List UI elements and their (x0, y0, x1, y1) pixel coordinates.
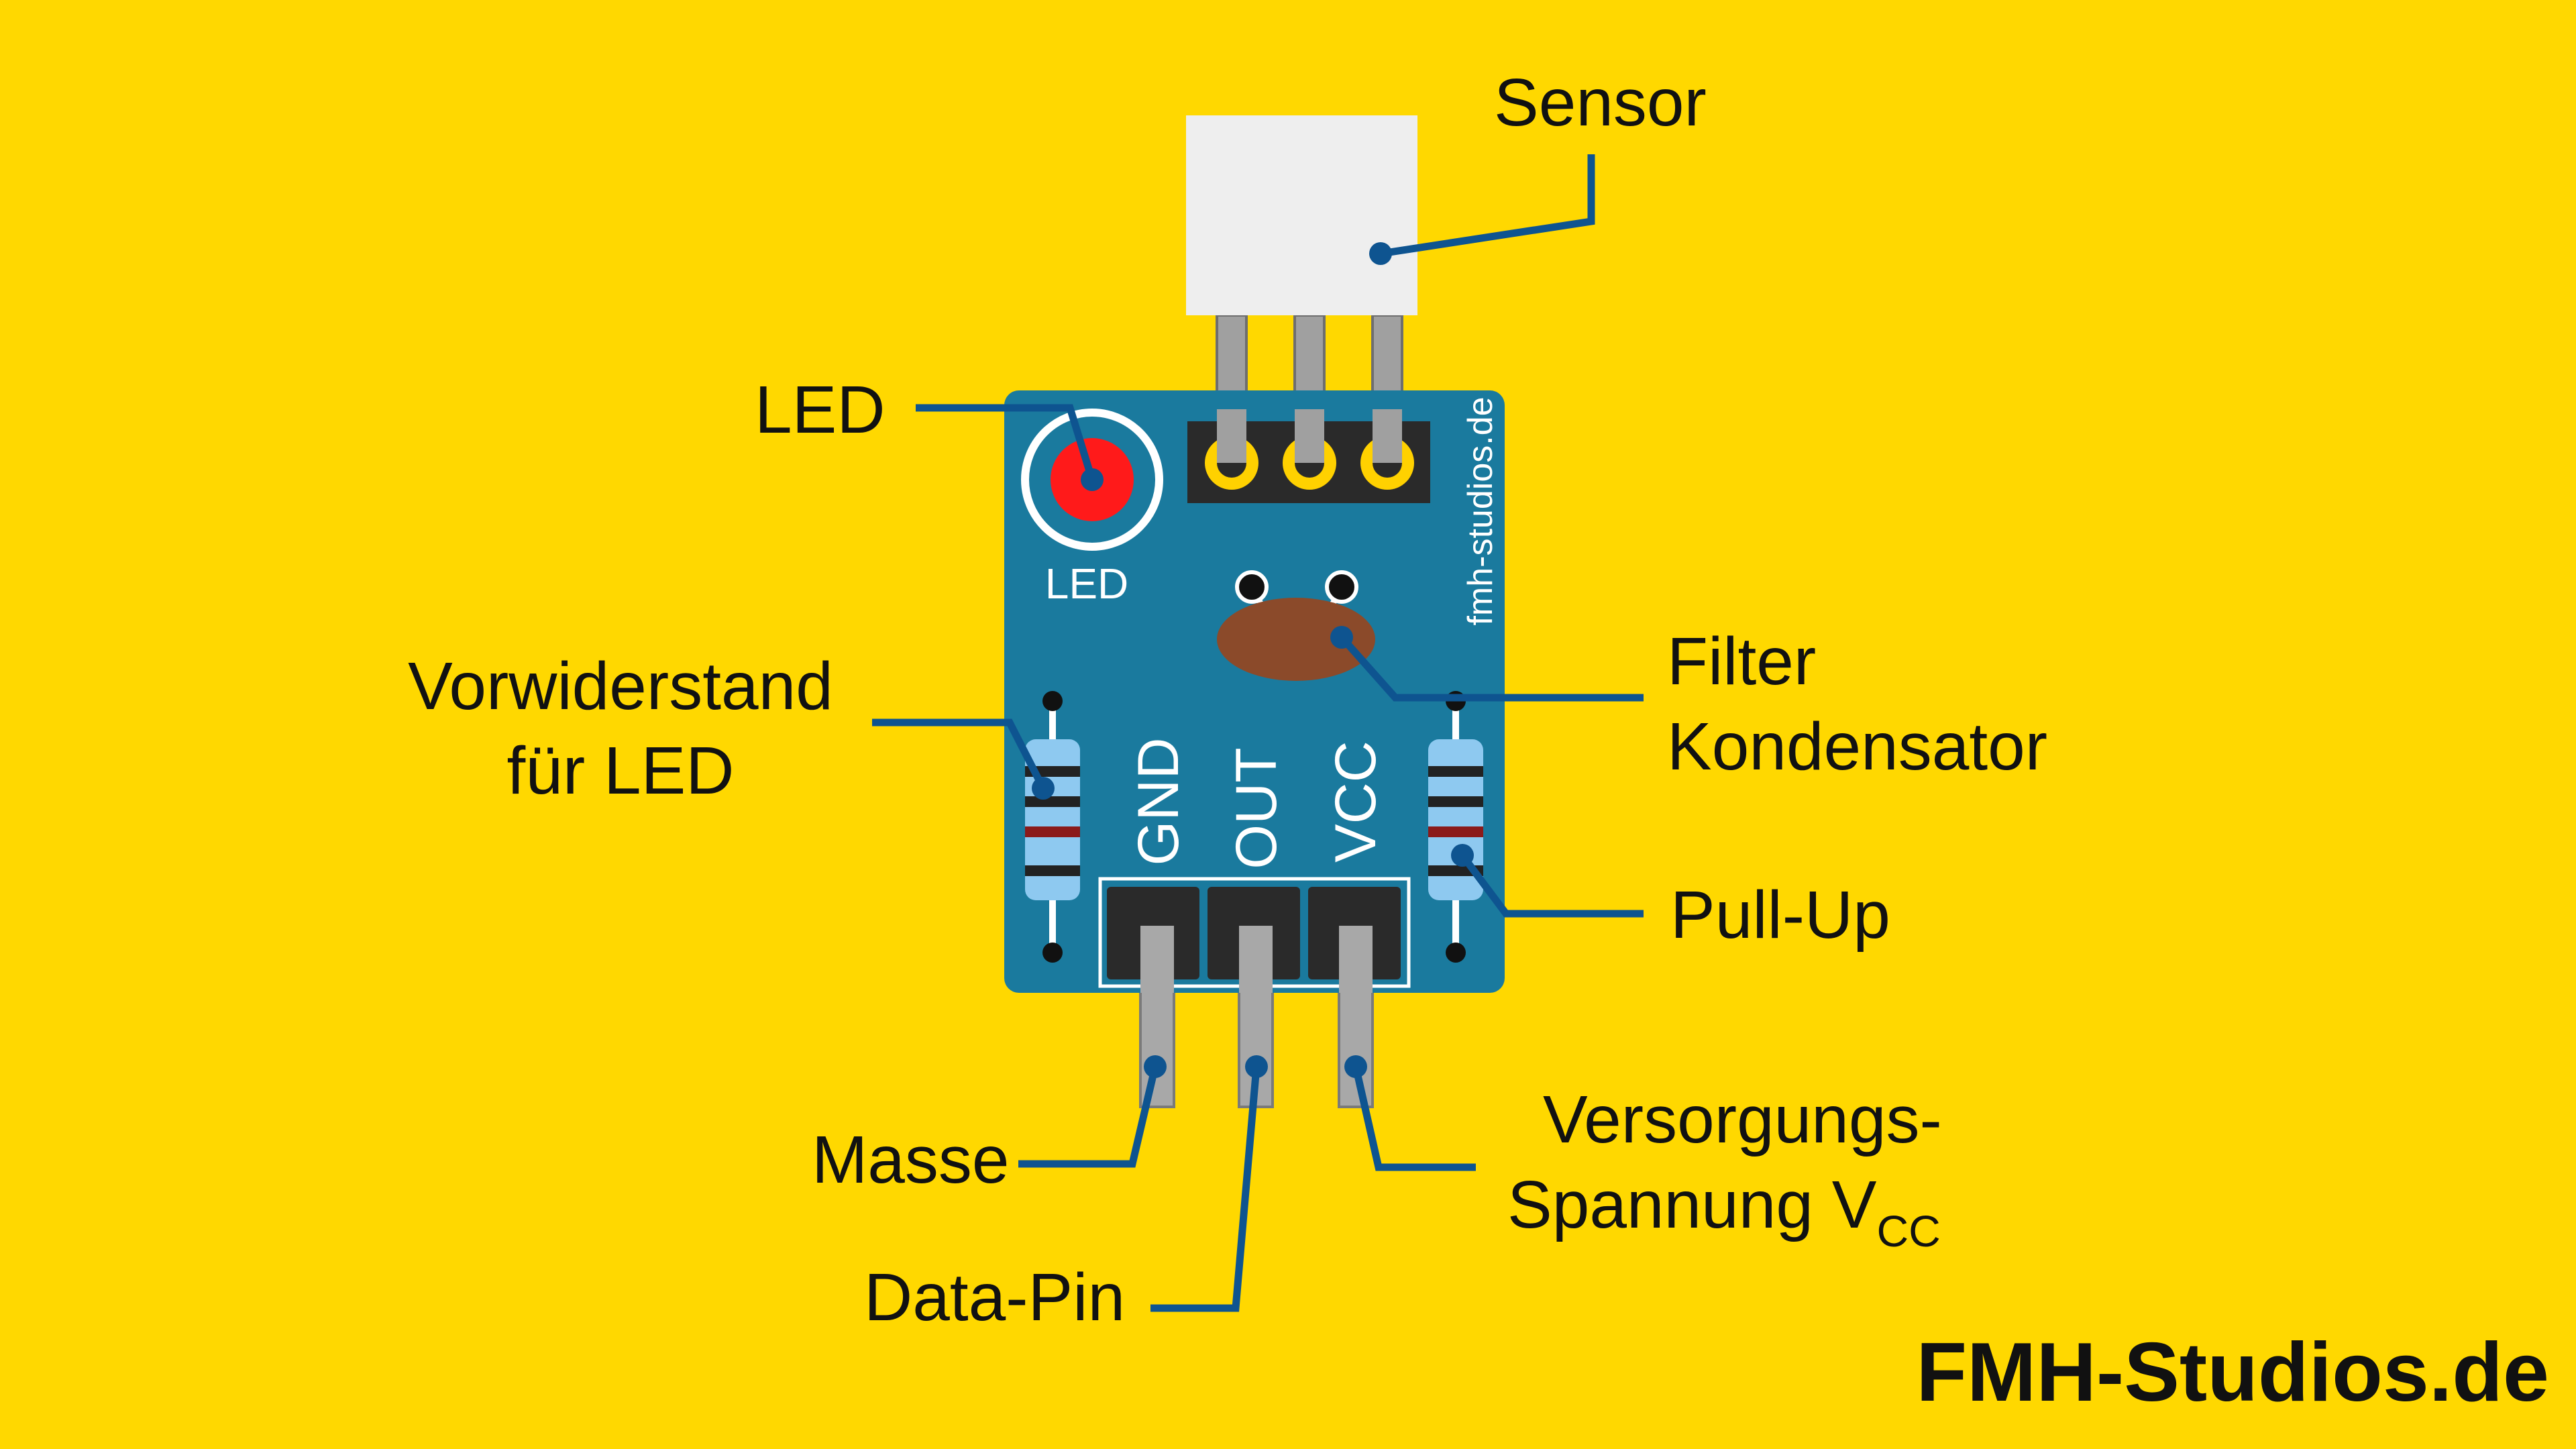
pin-label-gnd: GND (1126, 737, 1191, 865)
label-supply-line1: Versorgungs- (1543, 1082, 1942, 1157)
label-data-pin: Data-Pin (864, 1260, 1125, 1335)
label-filter-line2: Kondensator (1667, 709, 2047, 784)
leader-led (916, 404, 1096, 481)
sensor-header (1187, 409, 1430, 503)
label-supply-line2: Spannung VCC (1507, 1167, 1941, 1256)
leader-pullup (1459, 853, 1644, 918)
leader-masse (1018, 1065, 1159, 1168)
board-watermark: fmh-studios.de (1461, 396, 1500, 625)
leader-sensor (1380, 154, 1595, 258)
leader-dots (1032, 242, 1474, 1078)
leader-data-pin (1150, 1066, 1260, 1312)
pin-label-vcc: VCC (1324, 741, 1388, 863)
pcb-board (1004, 390, 1505, 993)
sensor-body (1186, 115, 1417, 315)
label-pullup: Pull-Up (1670, 877, 1890, 953)
label-resistor-line2: für LED (506, 733, 734, 808)
label-sensor: Sensor (1494, 65, 1707, 140)
label-supply-main: Spannung V (1507, 1167, 1877, 1242)
pin-label-out: OUT (1224, 747, 1289, 869)
label-resistor-line1: Vorwiderstand (408, 649, 833, 724)
leader-supply (1352, 1065, 1476, 1171)
led-silkscreen: LED (1045, 559, 1129, 608)
output-header (1098, 877, 1411, 993)
label-filter-line1: Filter (1667, 624, 1816, 699)
label-supply-sub: CC (1877, 1206, 1941, 1256)
leader-resistor (872, 718, 1046, 790)
label-masse: Masse (812, 1122, 1010, 1197)
leader-lines (872, 154, 1644, 1312)
brand-logo: FMH-Studios.de (1916, 1326, 2549, 1419)
filter-capacitor (1217, 570, 1375, 681)
leader-filter (1338, 635, 1644, 702)
label-led: LED (755, 372, 885, 447)
